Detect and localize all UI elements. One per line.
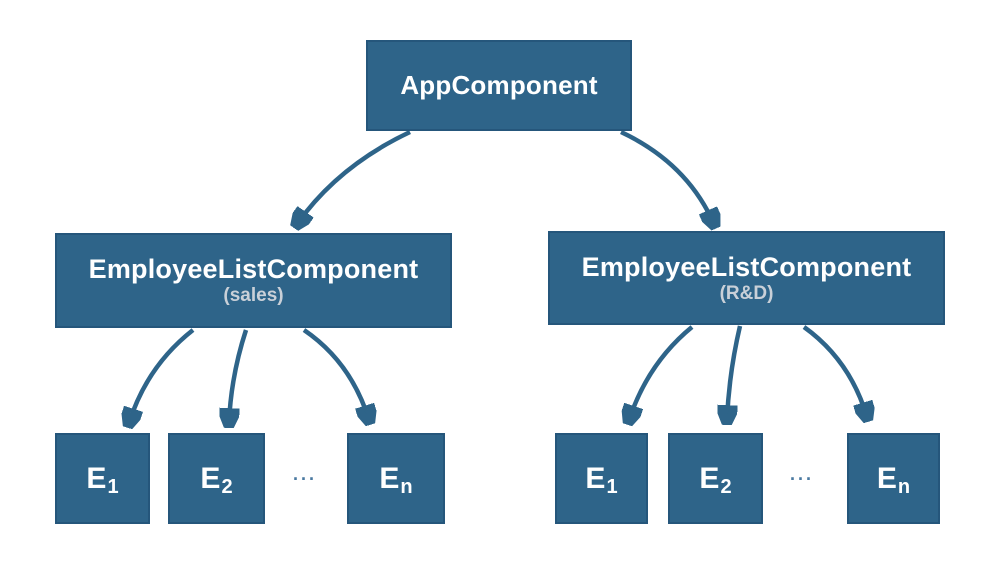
node-rd-en: En <box>847 433 940 524</box>
node-rd-e2: E2 <box>668 433 763 524</box>
node-app-component: AppComponent <box>366 40 632 131</box>
node-sales-e2: E2 <box>168 433 265 524</box>
arrow-rd-to-e2 <box>727 325 743 420</box>
arrow-sales-to-e1 <box>129 328 195 423</box>
node-employee-list-rd-label: EmployeeListComponent <box>581 251 912 282</box>
node-rd-e2-label: E2 <box>699 461 732 498</box>
node-employee-list-sales: EmployeeListComponent (sales) <box>55 233 452 328</box>
node-sales-e1-label: E1 <box>86 461 119 498</box>
node-rd-e1-label: E1 <box>585 461 618 498</box>
node-employee-list-rd: EmployeeListComponent (R&D) <box>548 231 945 325</box>
node-rd-e1: E1 <box>555 433 648 524</box>
arrow-rd-to-en <box>802 325 867 417</box>
node-rd-en-label: En <box>876 461 911 498</box>
arrow-app-to-sales-list <box>297 129 411 224</box>
rd-ellipsis: ... <box>789 464 814 484</box>
node-employee-list-sales-sublabel: (sales) <box>223 285 284 307</box>
node-sales-e1: E1 <box>55 433 150 524</box>
node-sales-e2-label: E2 <box>200 461 233 498</box>
node-app-component-label: AppComponent <box>400 70 598 100</box>
arrow-app-to-rd-list <box>620 129 714 224</box>
node-employee-list-rd-sublabel: (R&D) <box>719 282 774 304</box>
arrow-sales-to-e2 <box>229 329 249 423</box>
sales-ellipsis: ... <box>292 464 317 484</box>
arrow-rd-to-e1 <box>629 325 694 420</box>
arrow-sales-to-en <box>302 328 369 420</box>
node-sales-en: En <box>347 433 445 524</box>
node-employee-list-sales-label: EmployeeListComponent <box>88 254 419 285</box>
node-sales-en-label: En <box>379 461 413 498</box>
